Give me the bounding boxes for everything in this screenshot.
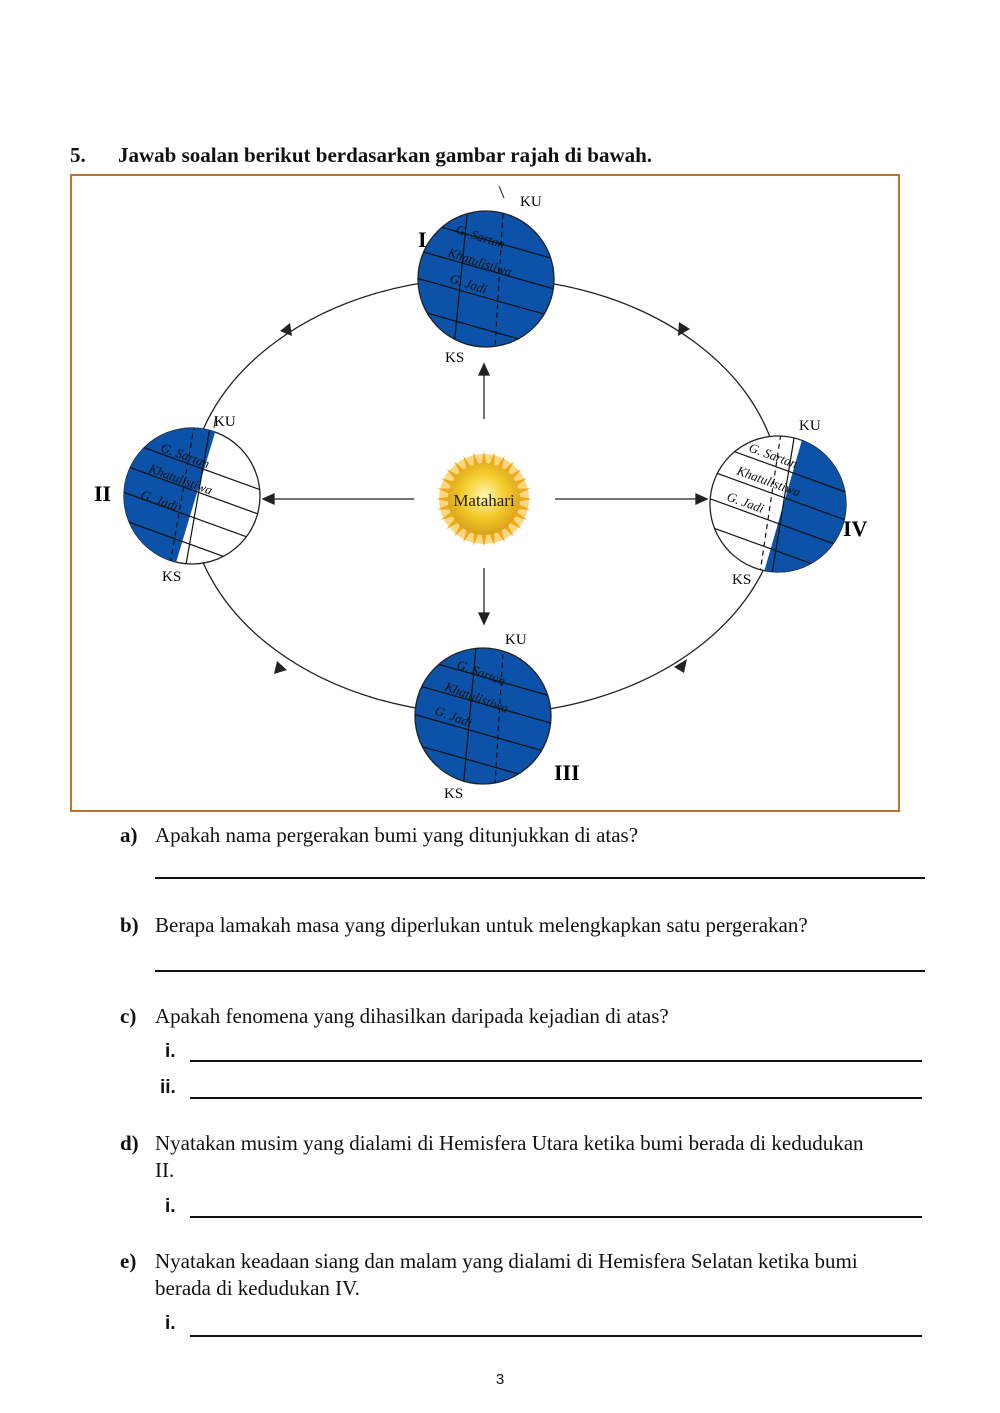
position-label-3: III xyxy=(554,760,580,785)
sun-ray xyxy=(473,452,480,467)
sun-ray xyxy=(437,503,452,510)
question-b: b) Berapa lamakah masa yang diperlukan u… xyxy=(120,912,920,939)
sun-ray xyxy=(436,496,451,502)
answer-line-d-i[interactable] xyxy=(190,1216,922,1218)
question-e-letter: e) xyxy=(120,1249,137,1273)
north-pole-label-3: KU xyxy=(505,632,527,648)
north-pole-label-1: KU xyxy=(520,194,542,210)
question-d-text: Nyatakan musim yang dialami di Hemisfera… xyxy=(155,1131,864,1182)
question-c-letter: c) xyxy=(120,1004,137,1028)
question-a-text: Apakah nama pergerakan bumi yang ditunju… xyxy=(155,823,639,847)
orbit-diagram: Matahari I KU KS G. Sartan Khatulistiwa … xyxy=(70,174,900,812)
sun-icon xyxy=(436,451,532,547)
question-a: a) Apakah nama pergerakan bumi yang ditu… xyxy=(120,822,920,849)
question-c-text: Apakah fenomena yang dihasilkan daripada… xyxy=(155,1004,669,1028)
orbit-diagram-svg: Matahari I KU KS G. Sartan Khatulistiwa … xyxy=(94,185,868,802)
answer-line-b[interactable] xyxy=(155,970,925,972)
sun-ray xyxy=(481,532,487,547)
earth-position-1: I KU KS G. Sartan Khatulistiwa G. Jadi xyxy=(417,185,555,366)
orbit-arrow-icon xyxy=(674,659,687,673)
question-heading: 5. Jawab soalan berikut berdasarkan gamba… xyxy=(70,143,652,168)
sun-ray xyxy=(488,531,495,546)
answer-line-c-ii[interactable] xyxy=(190,1097,922,1099)
south-pole-label-1: KS xyxy=(445,350,464,366)
question-d-letter: d) xyxy=(120,1131,139,1155)
south-pole-label-4: KS xyxy=(732,572,751,588)
earth-position-2: II KU KS G. Sartan Khatulistiwa G. Jadi xyxy=(94,414,261,585)
orbit-arrow-icon xyxy=(274,661,287,674)
position-label-2: II xyxy=(94,481,111,506)
sun-ray xyxy=(437,488,452,495)
question-d-sub-i: i. xyxy=(165,1196,176,1217)
question-b-letter: b) xyxy=(120,913,139,937)
south-pole-label-3: KS xyxy=(444,786,463,802)
sun-ray xyxy=(488,452,495,467)
sun-ray xyxy=(481,451,487,466)
sun-ray-arrows xyxy=(261,362,709,626)
question-c-sub-ii: ii. xyxy=(160,1077,176,1098)
question-d: d) Nyatakan musim yang dialami di Hemisf… xyxy=(120,1130,920,1184)
question-number: 5. xyxy=(70,143,86,167)
sun-ray xyxy=(516,488,531,495)
question-c-sub-i: i. xyxy=(165,1041,176,1062)
sun-label: Matahari xyxy=(453,491,515,510)
sun-ray xyxy=(516,503,531,510)
north-pole-label-4: KU xyxy=(799,418,821,434)
page-number: 3 xyxy=(495,1371,505,1388)
answer-line-c-i[interactable] xyxy=(190,1060,922,1062)
question-e-text: Nyatakan keadaan siang dan malam yang di… xyxy=(155,1249,858,1300)
question-c: c) Apakah fenomena yang dihasilkan darip… xyxy=(120,1003,920,1030)
question-a-letter: a) xyxy=(120,823,138,847)
orbit-arrow-icon xyxy=(678,322,690,336)
position-label-1: I xyxy=(418,227,427,252)
orbit-arrow-icon xyxy=(280,323,292,336)
sun-ray xyxy=(473,531,480,546)
north-pole-label-2: KU xyxy=(214,414,236,430)
earth-position-3: KU KS III G. Sartan Khatulistiwa G. Jadi xyxy=(414,632,580,802)
position-label-4: IV xyxy=(843,516,868,541)
sun-ray xyxy=(517,496,532,502)
answer-line-e-i[interactable] xyxy=(190,1335,922,1337)
question-e: e) Nyatakan keadaan siang dan malam yang… xyxy=(120,1248,920,1302)
question-instruction: Jawab soalan berikut berdasarkan gambar … xyxy=(118,143,653,167)
earth-position-4: KU KS IV G. Sartan Khatulistiwa G. Jadi xyxy=(709,418,868,588)
answer-line-a[interactable] xyxy=(155,877,925,879)
question-e-sub-i: i. xyxy=(165,1313,176,1334)
question-b-text: Berapa lamakah masa yang diperlukan untu… xyxy=(155,913,808,937)
south-pole-label-2: KS xyxy=(162,569,181,585)
